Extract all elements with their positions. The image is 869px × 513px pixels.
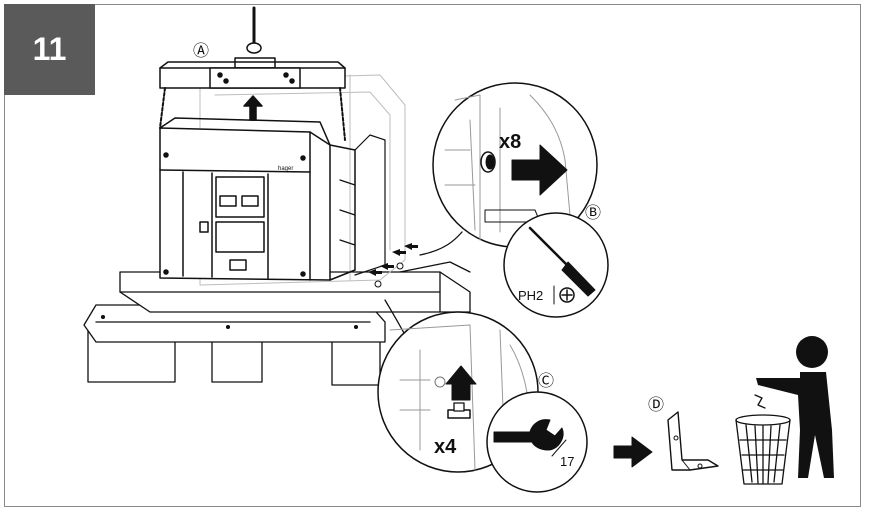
chassis-side: [339, 134, 386, 276]
screw-arrows: [368, 243, 418, 288]
callout-b: Ⓑ: [585, 204, 601, 222]
callout-a: Ⓐ: [193, 42, 209, 60]
arrow-up-icon: [445, 365, 477, 401]
brand-logo-text: hager: [278, 166, 293, 172]
phillips-icon: [559, 287, 575, 303]
detail-bubble-b: x8: [419, 82, 598, 256]
wrench-icon: [493, 419, 564, 451]
screwdriver-icon: [561, 261, 596, 297]
screw-quantity-label: x8: [499, 131, 521, 153]
nut-quantity-label: x4: [434, 436, 457, 458]
shipping-pallet: [83, 261, 471, 386]
screwdriver-shaft: [528, 226, 572, 270]
screwdriver-bit-label: PH2: [518, 288, 543, 303]
arrow-right-icon: [613, 436, 653, 468]
wrench-size-label: 17: [560, 454, 574, 469]
step-number-badge: 11: [4, 4, 95, 95]
trash-bin-icon: [735, 394, 791, 485]
wrench-bubble: 17: [486, 391, 588, 493]
arrow-right-icon: [511, 144, 568, 196]
discard-section: Ⓓ: [613, 336, 834, 485]
circuit-breaker: hager: [159, 117, 356, 281]
bracket-icon: [667, 411, 719, 471]
callout-d: Ⓓ: [648, 396, 664, 414]
lifting-beam: [159, 6, 346, 141]
screwdriver-bubble: PH2: [503, 212, 609, 318]
callout-c: Ⓒ: [538, 372, 554, 390]
person-icon: [756, 336, 834, 478]
